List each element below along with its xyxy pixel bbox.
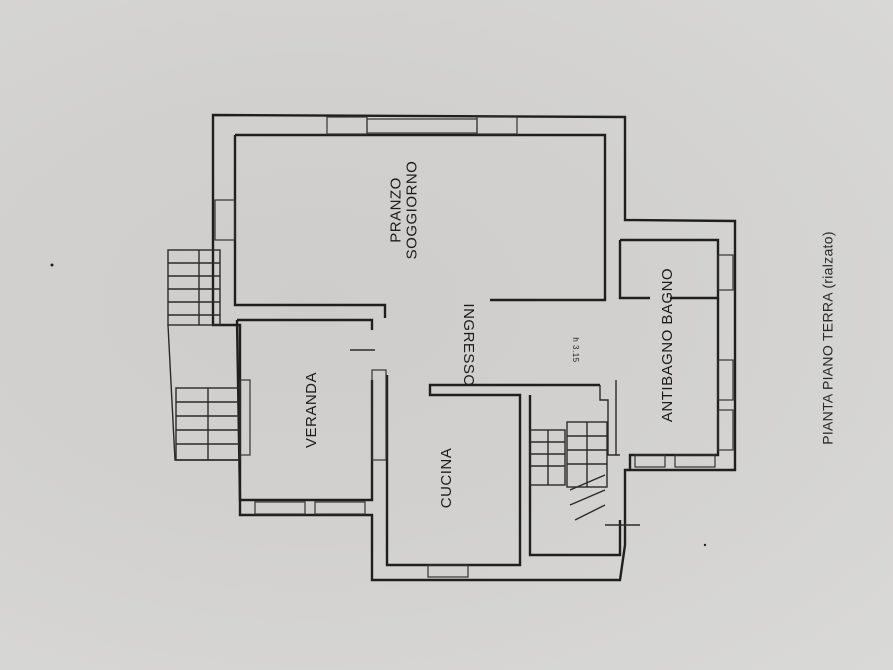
- room-label-kitchen: CUCINA: [438, 447, 456, 509]
- room-label-entrance: INGRESSO: [459, 303, 477, 387]
- exterior-stairs: [167, 249, 241, 461]
- room-label-soggiorno: SOGGIORNO: [403, 160, 420, 260]
- windows: [214, 116, 734, 578]
- room-label-veranda: VERANDA: [303, 371, 321, 449]
- plan-caption: PIANTA PIANO TERRA (rialzato): [819, 231, 836, 445]
- door-marks: [50, 263, 707, 547]
- room-label-pranzo: PRANZO: [387, 177, 405, 243]
- room-label-bathroom: ANTIBAGNO BAGNO: [659, 267, 677, 423]
- room-label-living: PRANZO SOGGIORNO: [387, 160, 420, 260]
- interior-stairs: [529, 421, 608, 521]
- ceiling-height-label: h 3.15: [571, 337, 581, 363]
